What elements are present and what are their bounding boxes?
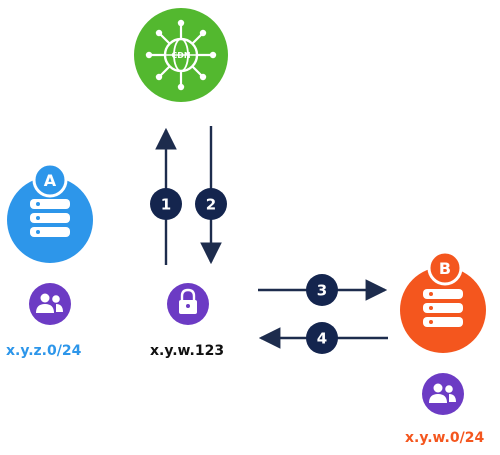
step-badge-1: 1 [150, 188, 182, 220]
subnet-a-label: x.y.z.0/24 [6, 343, 82, 359]
lock-icon [179, 288, 197, 314]
step-badge-3: 3 [306, 274, 338, 306]
cdn-label: CDN [171, 51, 190, 60]
step-1-number: 1 [161, 196, 171, 214]
step-2-number: 2 [206, 196, 216, 214]
server-a-badge-letter: A [44, 171, 57, 190]
server-b-badge-letter: B [439, 259, 451, 278]
cdn-node: CDN [134, 8, 228, 102]
subnet-b-label: x.y.w.0/24 [405, 430, 485, 446]
server-b-node: B [400, 250, 486, 353]
client-ip-label: x.y.w.123 [150, 343, 225, 359]
server-a-badge [32, 162, 68, 198]
step-badge-4: 4 [306, 322, 338, 354]
users-a-node [29, 283, 71, 325]
client-node [167, 283, 209, 325]
cdn-globe-icon [145, 19, 217, 91]
step-badge-2: 2 [195, 188, 227, 220]
server-a-node: A [7, 162, 93, 263]
server-b-badge [427, 250, 463, 286]
server-stack-icon [423, 289, 463, 327]
step-3-number: 3 [317, 282, 327, 300]
server-stack-icon [30, 199, 70, 237]
step-4-number: 4 [317, 330, 327, 348]
users-icon [36, 293, 63, 313]
users-b-node [422, 373, 464, 415]
users-icon [429, 383, 456, 403]
